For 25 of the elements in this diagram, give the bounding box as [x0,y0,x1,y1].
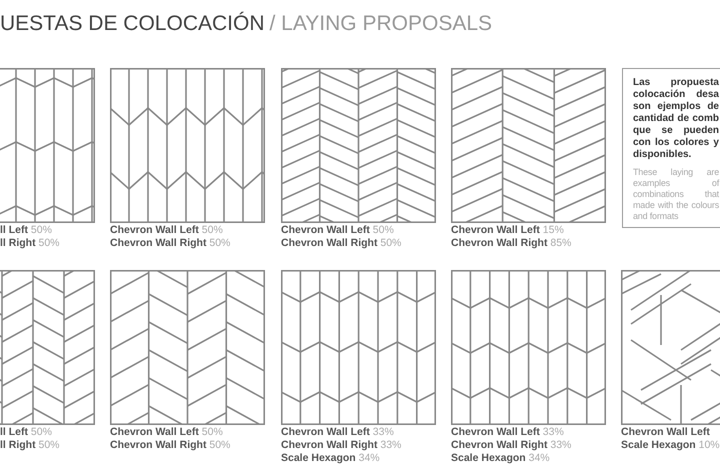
tile-caption: Chevron Wall Left [621,426,711,439]
tile-caption: Scale Hexagon 10% [621,439,720,452]
tile-caption: Chevron Wall Right 33% [281,439,402,452]
tile-caption: Chevron Wall Right 50% [110,237,232,250]
page-subtitle: / LAYING PROPOSALS [270,12,492,36]
note-text: Las propuesta colocación desa son ejemplos de cantidad de comb que se pueden con los colores y disponibles. [633,77,719,161]
tile-caption: Chevron Wall Left 15% [451,224,565,237]
tile-caption: Chevron Wall Right 50% [281,237,402,250]
tile-caption: Scale Hexagon 34% [451,452,551,465]
tile-caption: Scale Hexagon 34% [281,452,381,465]
note-panel [622,68,720,228]
tile-caption: Chevron Wall Left 33% [281,426,395,439]
tile-caption: Chevron Wall Left 50% [281,224,395,237]
tile-caption: ll Left 50% [0,426,53,439]
tile-caption: Chevron Wall Left 33% [451,426,565,439]
page-title: UESTAS DE COLOCACIÓN [0,12,264,36]
tile-caption: ll Left 50% [0,224,53,237]
tile-caption: Chevron Wall Left 50% [110,224,224,237]
tile-caption: Chevron Wall Right 85% [451,237,572,250]
tile-caption: ll Right 50% [0,237,61,250]
tile-caption: Chevron Wall Right 33% [451,439,572,452]
tile-caption: Chevron Wall Left 50% [110,426,224,439]
tile-caption: Chevron Wall Right 50% [110,439,232,452]
note-text: These laying are examples of combinations that made with the colours and formats [633,167,719,222]
tile-caption: ll Right 50% [0,439,61,452]
